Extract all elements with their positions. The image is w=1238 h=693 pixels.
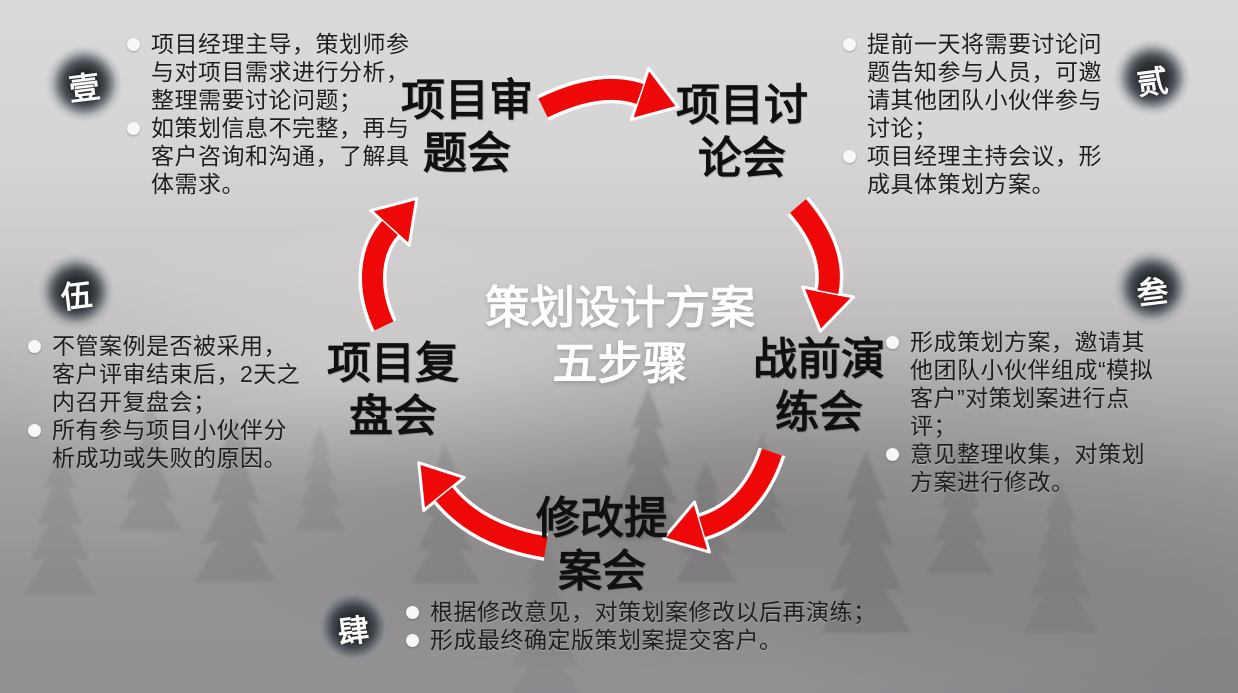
arrow-step1-to-step2 bbox=[536, 66, 680, 122]
bullet-icon bbox=[843, 38, 856, 51]
note-text: 项目经理主导，策划师参与对项目需求进行分析，整理需要讨论问题； bbox=[151, 31, 410, 113]
step1-node-line2: 题会 bbox=[423, 128, 511, 179]
list-item: 所有参与项目小伙伴分析成功或失败的原因。 bbox=[28, 416, 310, 472]
list-item: 不管案例是否被采用，客户评审结束后，2天之内召开复盘会； bbox=[28, 332, 310, 416]
step1-badge-numeral: 壹 bbox=[66, 68, 103, 109]
step3-node-title: 战前演 练会 bbox=[724, 333, 914, 439]
note-text: 形成策划方案，邀请其他团队小伙伴组成“模拟客户”对策划案进行点评； bbox=[910, 329, 1154, 439]
step1-node-title: 项目审 题会 bbox=[372, 74, 562, 180]
step4-badge: 肆 bbox=[314, 589, 392, 667]
step2-badge: 贰 bbox=[1113, 40, 1191, 118]
bullet-icon bbox=[127, 38, 140, 51]
list-item: 提前一天将需要讨论问题告知参与人员，可邀请其他团队小伙伴参与讨论； bbox=[843, 30, 1119, 142]
step4-node-line1: 修改提 bbox=[536, 493, 668, 544]
list-item: 项目经理主持会议，形成具体策划方案。 bbox=[843, 142, 1119, 198]
list-item: 形成策划方案，邀请其他团队小伙伴组成“模拟客户”对策划案进行点评； bbox=[886, 328, 1162, 440]
page-title: 策划设计方案 五步骤 bbox=[440, 280, 800, 392]
step2-node-line2: 论会 bbox=[698, 133, 786, 184]
bullet-icon bbox=[843, 150, 856, 163]
step2-badge-numeral: 贰 bbox=[1134, 62, 1171, 103]
step3-badge-numeral: 叁 bbox=[1134, 272, 1171, 313]
note-text: 形成最终确定版策划案提交客户。 bbox=[430, 627, 783, 653]
bullet-icon bbox=[406, 606, 419, 619]
bullet-icon bbox=[127, 122, 140, 135]
note-text: 项目经理主持会议，形成具体策划方案。 bbox=[867, 143, 1102, 197]
step3-notes: 形成策划方案，邀请其他团队小伙伴组成“模拟客户”对策划案进行点评； 意见整理收集… bbox=[886, 328, 1162, 496]
note-text: 根据修改意见，对策划案修改以后再演练； bbox=[430, 599, 877, 625]
bullet-icon bbox=[28, 424, 41, 437]
arrow-step3-to-step4 bbox=[662, 447, 786, 554]
page-title-line1: 策划设计方案 bbox=[484, 281, 755, 334]
step5-badge: 伍 bbox=[37, 254, 115, 332]
bullet-icon bbox=[28, 340, 41, 353]
arrow-step5-to-step1 bbox=[358, 196, 419, 332]
arrow-step2-to-step3 bbox=[787, 196, 855, 333]
step4-notes: 根据修改意见，对策划案修改以后再演练； 形成最终确定版策划案提交客户。 bbox=[406, 598, 886, 654]
step5-badge-numeral: 伍 bbox=[58, 276, 95, 317]
step4-node-line2: 案会 bbox=[558, 546, 646, 597]
list-item: 根据修改意见，对策划案修改以后再演练； bbox=[406, 598, 886, 626]
bullet-icon bbox=[886, 336, 899, 349]
step5-notes: 不管案例是否被采用，客户评审结束后，2天之内召开复盘会； 所有参与项目小伙伴分析… bbox=[28, 332, 310, 472]
step2-notes: 提前一天将需要讨论问题告知参与人员，可邀请其他团队小伙伴参与讨论； 项目经理主持… bbox=[843, 30, 1119, 198]
bullet-icon bbox=[886, 448, 899, 461]
step5-node-title: 项目复 盘会 bbox=[298, 337, 488, 443]
step1-node-line1: 项目审 bbox=[401, 75, 533, 126]
step1-notes: 项目经理主导，策划师参与对项目需求进行分析，整理需要讨论问题； 如策划信息不完整… bbox=[127, 30, 413, 198]
step3-badge: 叁 bbox=[1113, 250, 1191, 328]
step2-node-line1: 项目讨 bbox=[676, 80, 808, 131]
step5-node-line2: 盘会 bbox=[349, 391, 437, 442]
step4-badge-numeral: 肆 bbox=[335, 611, 372, 652]
page-title-line2: 五步骤 bbox=[552, 337, 688, 390]
list-item: 形成最终确定版策划案提交客户。 bbox=[406, 626, 886, 654]
list-item: 如策划信息不完整，再与客户咨询和沟通，了解具体需求。 bbox=[127, 114, 413, 198]
step3-node-line2: 练会 bbox=[775, 387, 863, 438]
note-text: 不管案例是否被采用，客户评审结束后，2天之内召开复盘会； bbox=[52, 333, 301, 415]
step4-node-title: 修改提 案会 bbox=[507, 492, 697, 598]
bullet-icon bbox=[406, 634, 419, 647]
list-item: 项目经理主导，策划师参与对项目需求进行分析，整理需要讨论问题； bbox=[127, 30, 413, 114]
step5-node-line1: 项目复 bbox=[327, 338, 459, 389]
note-text: 所有参与项目小伙伴分析成功或失败的原因。 bbox=[52, 417, 287, 471]
note-text: 提前一天将需要讨论问题告知参与人员，可邀请其他团队小伙伴参与讨论； bbox=[867, 31, 1102, 141]
arrow-step4-to-step5 bbox=[417, 461, 549, 561]
note-text: 如策划信息不完整，再与客户咨询和沟通，了解具体需求。 bbox=[151, 115, 410, 197]
step2-node-title: 项目讨 论会 bbox=[647, 79, 837, 185]
list-item: 意见整理收集，对策划方案进行修改。 bbox=[886, 440, 1162, 496]
note-text: 意见整理收集，对策划方案进行修改。 bbox=[910, 441, 1145, 495]
step3-node-line1: 战前演 bbox=[753, 334, 885, 385]
step1-badge: 壹 bbox=[45, 46, 123, 124]
